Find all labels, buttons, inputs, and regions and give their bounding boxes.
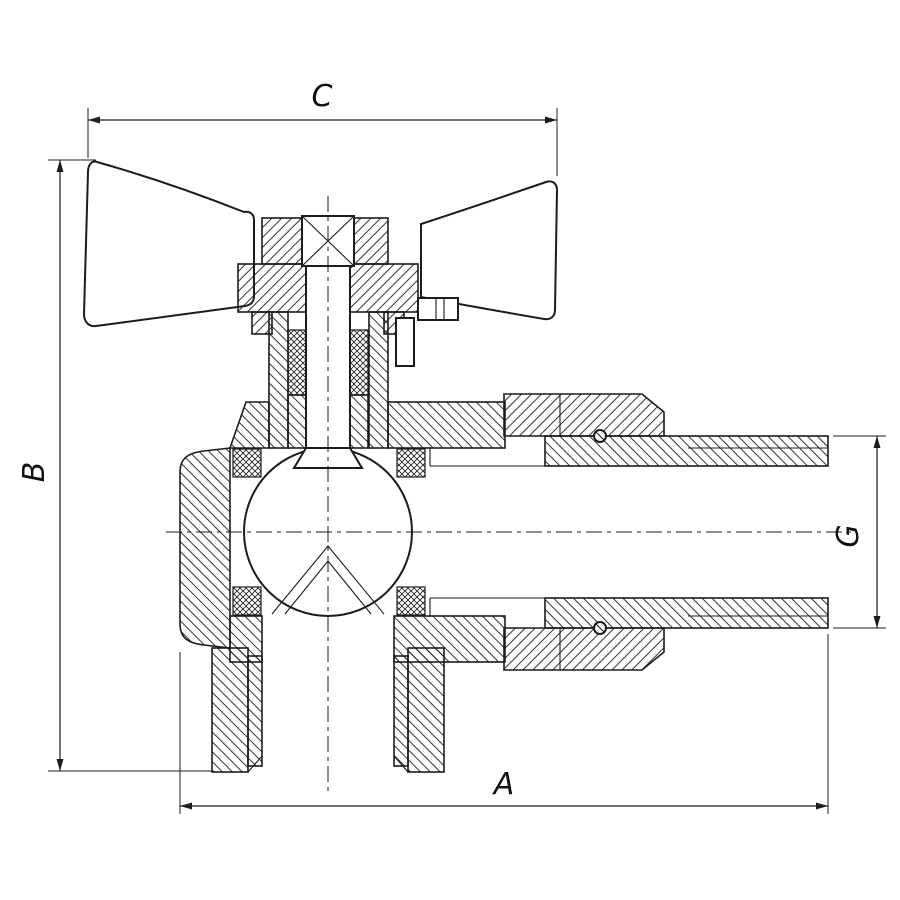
dimension-B-label: B [17, 462, 52, 483]
body-left-wall [179, 447, 231, 649]
outlet-connection [429, 393, 829, 671]
female-thread-right [393, 655, 409, 767]
dimension-B-extensions [48, 159, 214, 772]
union-nut-bottom [503, 627, 665, 671]
body-top-band-right [387, 401, 506, 449]
valve-body [179, 401, 506, 773]
tailpiece-wall-bottom [544, 597, 829, 629]
dimension-C-label: C [312, 79, 333, 114]
bottom-outlet-wall-left [211, 647, 249, 773]
handle-assembly [82, 160, 559, 335]
dimension-A-extensions [179, 634, 829, 814]
handle-arm-tab [417, 297, 459, 321]
dimension-C-extensions [87, 108, 558, 176]
ball-seat-bottom-left [232, 586, 262, 616]
female-thread-left [247, 655, 263, 767]
centerlines [166, 196, 856, 792]
stem-packing-left [287, 329, 307, 396]
male-thread-root-lines [688, 447, 828, 617]
bonnet-inner-left [287, 394, 307, 449]
dimension-G: G [831, 435, 886, 629]
handle-stop-pin [395, 317, 415, 367]
bottom-outlet-wall-right [407, 647, 445, 773]
dimension-B: B [17, 159, 214, 772]
handle-right-wing [420, 180, 559, 321]
handle-skirt-right [349, 263, 419, 313]
union-nut-top [503, 393, 665, 437]
stem-packing-right [349, 329, 369, 396]
handle-arm-knurl [435, 298, 445, 320]
o-ring-top-mark [595, 431, 605, 441]
body-top-band-left [228, 401, 270, 449]
dimension-A-label: A [492, 767, 515, 802]
dimension-C: C [87, 79, 558, 176]
o-ring-bottom-mark [595, 623, 605, 633]
dimension-G-label: G [831, 524, 866, 547]
ball-seat-bottom-right [396, 586, 426, 616]
ball-seat-top-right [396, 448, 426, 478]
bonnet-wall-right [368, 311, 389, 449]
handle-skirt-left [237, 263, 307, 313]
tailpiece-wall-top [544, 435, 829, 467]
handle-hub-right [353, 217, 389, 265]
bottom-outlet-chamfers [247, 755, 409, 773]
outlet-bore-lines [429, 448, 545, 616]
dimension-A: A [179, 634, 829, 814]
handle-left-wing [82, 160, 255, 328]
ball-seat-top-left [232, 448, 262, 478]
ball-bore-chevron-outer [271, 545, 385, 615]
bonnet-inner-right [349, 394, 369, 449]
dimensions: C B A G [17, 79, 886, 814]
handle-hub-left [261, 217, 303, 265]
bonnet-wall-left [268, 311, 289, 449]
